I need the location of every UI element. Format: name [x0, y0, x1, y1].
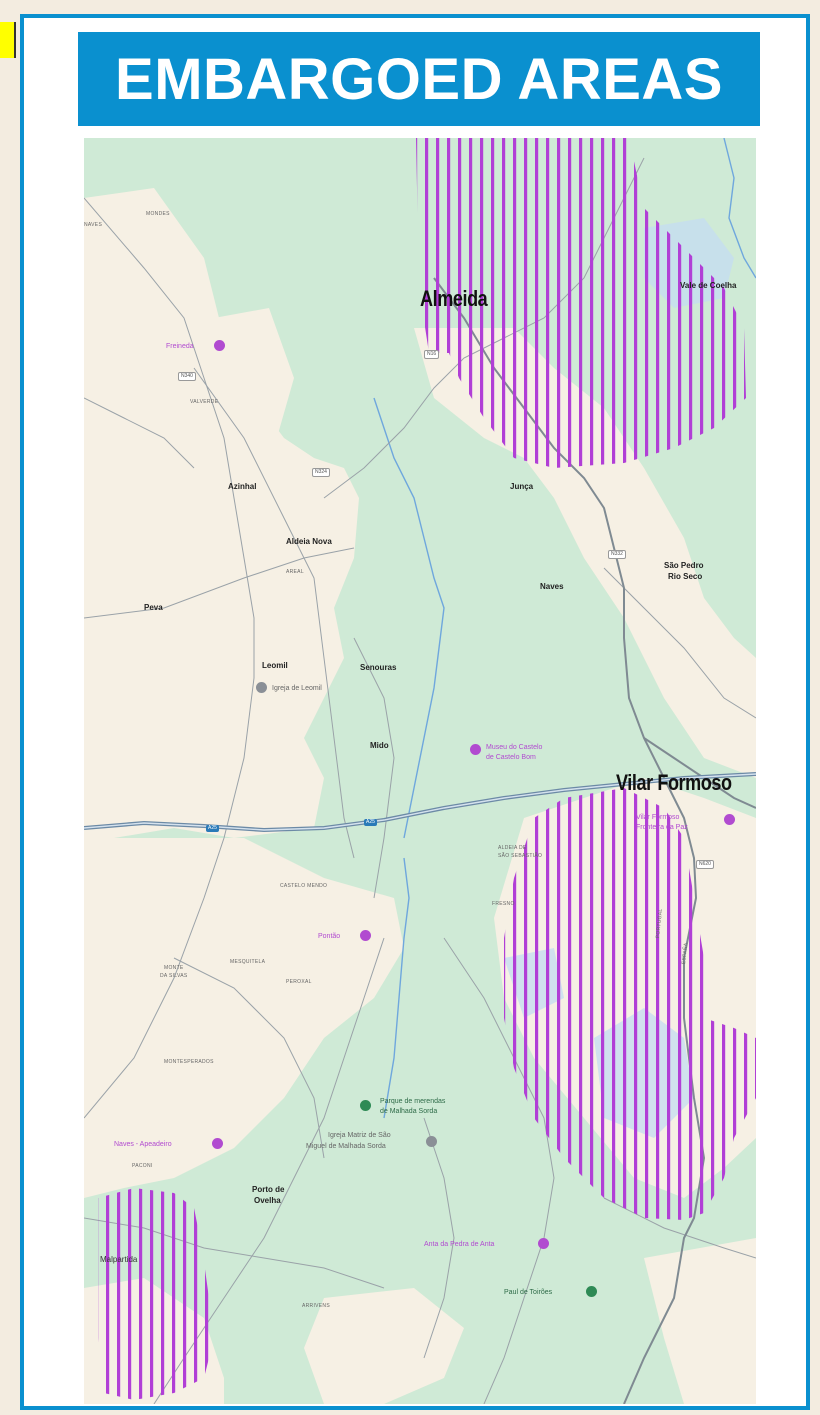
label-senouras: Senouras	[360, 663, 397, 672]
poi-pin-pontao[interactable]	[360, 930, 371, 941]
label-azinhal: Azinhal	[228, 482, 257, 491]
label-porto-ovelha-2: Ovelha	[254, 1196, 281, 1205]
poi-freineda: Freineda	[166, 343, 194, 350]
poi-igreja-matriz-2: Miguel de Malhada Sorda	[306, 1143, 386, 1150]
poi-anta: Anta da Pedra de Anta	[424, 1241, 495, 1248]
poi-parque: Parque de merendas	[380, 1098, 446, 1105]
label-aldeia-nova: Aldeia Nova	[286, 537, 332, 546]
poi-fronteira-paz: Fronteira da Paz	[636, 824, 688, 831]
label-montesperados: MONTESPERADOS	[164, 1059, 214, 1065]
poi-pin-museu[interactable]	[470, 744, 481, 755]
embargo-zone-almeida	[416, 138, 746, 468]
poi-pin-igreja-matriz[interactable]	[426, 1136, 437, 1147]
label-paconi: PACONI	[132, 1163, 153, 1169]
label-castelo-mendo: CASTELO MENDO	[280, 883, 328, 889]
poi-pin-paul[interactable]	[586, 1286, 597, 1297]
embargo-zone-south-west	[98, 1188, 214, 1400]
label-da-silvas: DA SILVAS	[160, 973, 188, 979]
label-fresno: FRESNO	[492, 901, 515, 907]
highway-shield-a25-east: A25	[364, 819, 377, 826]
label-leomil: Leomil	[262, 661, 288, 670]
label-vilar-formoso: Vilar Formoso	[616, 770, 732, 795]
road-shield-n620: N620	[696, 860, 714, 869]
title-banner: EMBARGOED AREAS	[78, 32, 760, 126]
label-monte: MONTE	[164, 965, 184, 971]
label-areal: AREAL	[286, 569, 304, 575]
poi-pin-naves-apeadeiro[interactable]	[212, 1138, 223, 1149]
poi-pin-anta[interactable]	[538, 1238, 549, 1249]
map[interactable]: Almeida Vilar Formoso Vale de Coelha Jun…	[84, 138, 756, 1404]
poi-pin-igreja-leomil[interactable]	[256, 682, 267, 693]
label-almeida: Almeida	[420, 286, 488, 311]
label-malpartida: Malpartida	[100, 1255, 138, 1264]
poi-pin-freineda[interactable]	[214, 340, 225, 351]
poi-parque-2: de Malhada Sorda	[380, 1108, 438, 1115]
poi-naves-apeadeiro: Naves - Apeadeiro	[114, 1141, 172, 1148]
label-arrivens: ARRIVENS	[302, 1303, 330, 1309]
rivers	[373, 138, 756, 1119]
label-valverde: VALVERDE	[190, 399, 219, 405]
poi-igreja-leomil: Igreja de Leomil	[272, 685, 322, 692]
label-peva: Peva	[144, 603, 163, 612]
label-junca: Junça	[510, 482, 534, 491]
label-rio-seco: Rio Seco	[668, 572, 703, 581]
label-porto-ovelha: Porto de	[252, 1185, 285, 1194]
poi-vilar-formoso: Vilar Formoso	[636, 814, 680, 821]
poi-pin-vilar-formoso[interactable]	[724, 814, 735, 825]
label-sao-pedro: São Pedro	[664, 561, 704, 570]
poi-igreja-matriz: Igreja Matriz de São	[328, 1132, 391, 1139]
highway-shield-a25-west: A25	[206, 825, 219, 832]
page-title: EMBARGOED AREAS	[115, 46, 723, 112]
embargo-zone-vilar-formoso	[504, 788, 756, 1220]
poi-pontao: Pontão	[318, 933, 341, 940]
label-vale-coelha: Vale de Coelha	[680, 281, 737, 290]
map-canvas	[84, 138, 756, 1404]
label-aldeia-sao: ALDEIA DE	[498, 845, 527, 851]
road-shield-n340: N340	[178, 372, 196, 381]
poi-museu: Museu do Castelo	[486, 744, 543, 751]
label-mido: Mido	[370, 741, 389, 750]
road-shield-n324: N324	[312, 468, 330, 477]
label-mesquitela: MESQUITELA	[230, 959, 266, 965]
label-peroxal: PEROXAL	[286, 979, 312, 985]
label-naves: Naves	[540, 582, 564, 591]
label-naves-upper: NAVES	[84, 222, 103, 228]
highlight-marker	[0, 22, 16, 58]
label-sao-sebastiao: SÃO SEBASTIÃO	[498, 853, 543, 859]
poi-paul: Paul de Toirões	[504, 1289, 553, 1296]
label-mondes: MONDES	[146, 211, 170, 217]
poi-museu-2: de Castelo Bom	[486, 754, 536, 761]
poi-pin-parque[interactable]	[360, 1100, 371, 1111]
road-shield-n332: N332	[608, 550, 626, 559]
embargoed-zones	[98, 138, 756, 1400]
road-shield-n16: N16	[424, 350, 440, 359]
